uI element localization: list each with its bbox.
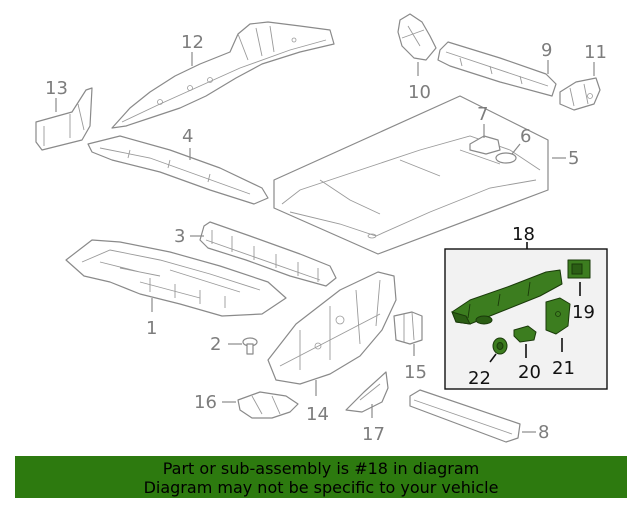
callout-11: 11 <box>584 42 607 63</box>
part-6-plug <box>495 152 517 164</box>
callout-14: 14 <box>306 404 329 425</box>
part-4-rail <box>87 135 269 205</box>
callout-2: 2 <box>210 334 221 355</box>
part-9-cross-member <box>437 41 557 97</box>
callout-12: 12 <box>181 32 204 53</box>
part-16-panel <box>237 391 299 419</box>
callout-13: 13 <box>45 78 68 99</box>
callout-21: 21 <box>552 358 575 379</box>
part-2-clip <box>242 337 258 355</box>
banner-line-1: Part or sub-assembly is #18 in diagram <box>162 459 480 478</box>
part-19-bracket[interactable] <box>567 259 591 279</box>
part-12-rail <box>111 21 335 129</box>
banner-line-2: Diagram may not be specific to your vehi… <box>143 478 499 497</box>
part-22-nut[interactable] <box>492 337 508 355</box>
callout-17: 17 <box>362 424 385 445</box>
callout-3: 3 <box>174 226 185 247</box>
callout-8: 8 <box>538 422 549 443</box>
callout-10: 10 <box>408 82 431 103</box>
callout-4: 4 <box>182 126 193 147</box>
info-banner: Part or sub-assembly is #18 in diagram D… <box>15 456 627 498</box>
part-21-bracket[interactable] <box>545 297 571 335</box>
callout-9: 9 <box>541 40 552 61</box>
part-15-bracket <box>393 311 423 345</box>
assembly-18-rail <box>451 269 563 325</box>
part-5-rear-floor <box>273 95 549 255</box>
callout-18: 18 <box>512 224 535 245</box>
part-8-sill-plate <box>409 389 521 443</box>
callout-5: 5 <box>568 148 579 169</box>
callout-1: 1 <box>146 318 157 339</box>
callout-19: 19 <box>572 302 595 323</box>
part-3-rail <box>199 221 337 287</box>
part-11-bracket <box>559 77 601 111</box>
callout-20: 20 <box>518 362 541 383</box>
part-10-bracket <box>397 13 437 61</box>
callout-16: 16 <box>194 392 217 413</box>
part-14-sill <box>267 271 397 385</box>
part-13-bracket <box>35 87 93 151</box>
callout-6: 6 <box>520 126 531 147</box>
part-1-floor-panel <box>65 239 287 317</box>
part-17-panel <box>345 371 389 413</box>
part-20-bracket[interactable] <box>513 325 537 343</box>
callout-22: 22 <box>468 368 491 389</box>
callout-15: 15 <box>404 362 427 383</box>
callout-7: 7 <box>477 104 488 125</box>
